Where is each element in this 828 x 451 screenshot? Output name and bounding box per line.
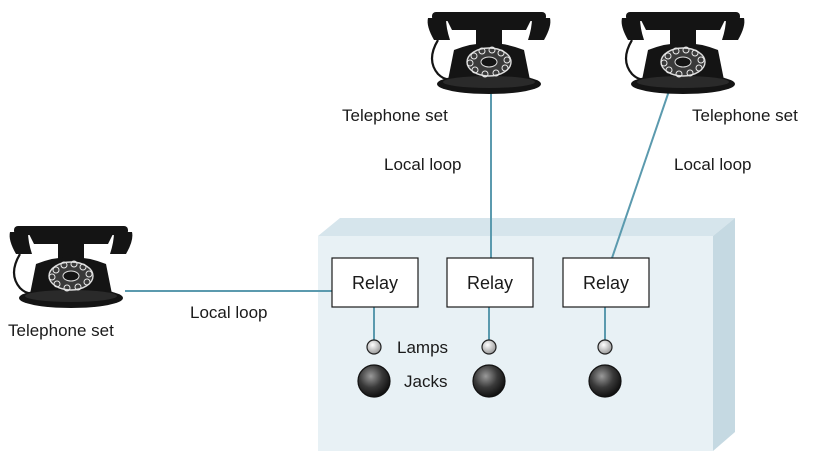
relay-label: Relay [467, 273, 513, 293]
lamp-1 [366, 339, 382, 355]
relay-label: Relay [583, 273, 629, 293]
cabinet-side [713, 218, 735, 451]
local-loop-label-middle: Local loop [384, 155, 462, 174]
telephone-label-right: Telephone set [692, 106, 798, 125]
jack-3 [588, 364, 622, 398]
cabinet-top [318, 218, 735, 236]
relay-2: Relay [446, 257, 534, 308]
switchboard-cabinet [318, 218, 735, 451]
lamps-label: Lamps [397, 338, 448, 357]
telephone-icon-right [620, 10, 746, 96]
wires [125, 87, 671, 340]
relay-3: Relay [562, 257, 650, 308]
jack-1 [357, 364, 391, 398]
lamp-3 [597, 339, 613, 355]
telephone-label-left: Telephone set [8, 321, 114, 340]
jack-2 [472, 364, 506, 398]
lamp-2 [481, 339, 497, 355]
local-loop-label-left: Local loop [190, 303, 268, 322]
relay-1: Relay [331, 257, 419, 308]
relay-label: Relay [352, 273, 398, 293]
local-loop-label-right: Local loop [674, 155, 752, 174]
telephone-icon-left [8, 224, 134, 310]
telephone-icon-middle [426, 10, 552, 96]
telephone-label-middle: Telephone set [342, 106, 448, 125]
jacks-label: Jacks [404, 372, 447, 391]
local-loop-wire-right [611, 87, 671, 259]
